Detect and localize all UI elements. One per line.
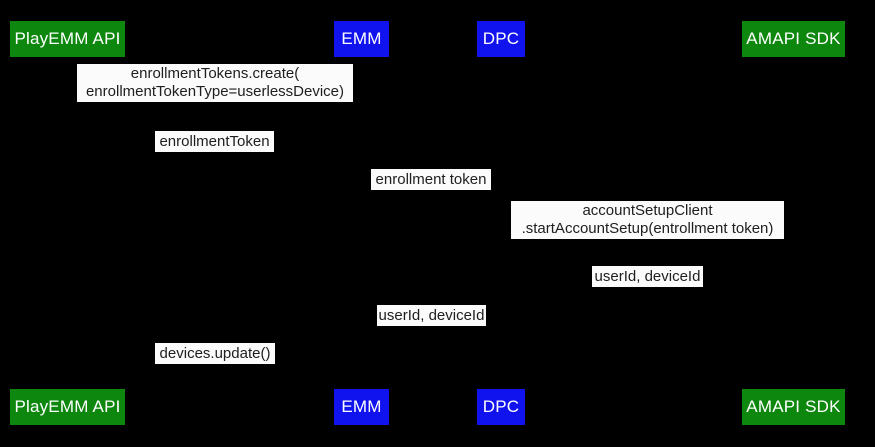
message-enrollment-token: enrollmentToken	[155, 131, 274, 152]
actor-emm-bottom: EMM	[334, 389, 389, 425]
actor-amapi-sdk-top: AMAPI SDK	[742, 21, 845, 57]
message-start-account-setup: accountSetupClient .startAccountSetup(en…	[511, 201, 784, 239]
message-line: .startAccountSetup(entrollment token)	[521, 220, 774, 237]
actor-dpc-top: DPC	[477, 21, 525, 57]
actor-emm-top: EMM	[334, 21, 389, 57]
actor-playemm-api-top: PlayEMM API	[10, 21, 125, 57]
message-userid-deviceid-dpc-to-emm: userId, deviceId	[377, 305, 486, 326]
message-userid-deviceid-sdk-to-dpc: userId, deviceId	[592, 266, 703, 287]
actor-playemm-api-bottom: PlayEMM API	[10, 389, 125, 425]
actor-dpc-bottom: DPC	[477, 389, 525, 425]
message-line: accountSetupClient	[582, 202, 713, 219]
actor-amapi-sdk-bottom: AMAPI SDK	[742, 389, 845, 425]
message-enrollment-token-forward: enrollment token	[371, 169, 491, 190]
message-enrollment-tokens-create: enrollmentTokens.create( enrollmentToken…	[77, 64, 353, 102]
message-devices-update: devices.update()	[155, 343, 275, 364]
message-line: enrollmentTokenType=userlessDevice)	[85, 83, 345, 100]
message-line: enrollmentTokens.create(	[130, 65, 300, 82]
